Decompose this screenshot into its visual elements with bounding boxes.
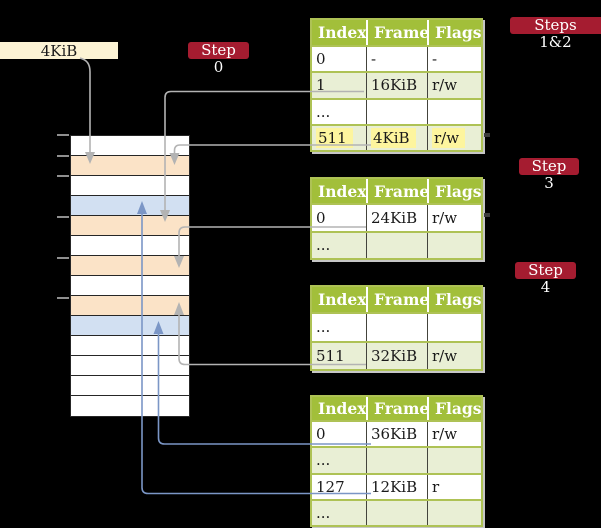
frame-size-label: 4KiB [0,42,118,60]
memory-tick [57,297,69,299]
table-cell: 0 [316,208,326,227]
table-cell: 127 [316,477,345,496]
entry-marker [484,133,490,137]
table-row: ... [312,498,481,526]
memory-frame-row-free [71,236,189,256]
column-header: Flags [427,20,482,45]
memory-frame-row-free [71,356,189,376]
badge-step-3: Step 3 [519,158,579,192]
table-cell [366,99,427,124]
column-header: Frame [366,20,429,45]
table-cell: 4KiB [366,125,427,151]
column-header: Flags [427,397,482,420]
memory-frame-row-free [71,376,189,396]
memory-frame-row-mapped [71,316,189,336]
table-cell: r/w [427,125,481,151]
table-cell: r/w [427,73,481,98]
table-cell: - [366,47,427,72]
memory-frame-row-mapped [71,196,189,216]
memory-frame-row-pagetable [71,256,189,276]
table-cell [427,232,481,258]
column-header: Index [318,290,367,309]
highlighted-value: 511 [316,128,353,149]
highlighted-value: 4KiB [371,128,416,149]
column-header: Flags [427,287,482,312]
table-cell: r/w [427,342,481,369]
table-cell: 511 [316,346,345,365]
table-cell: ... [316,236,331,255]
table-row: 0 -- [312,45,481,72]
table-cell [427,314,481,341]
table-row: 511 4KiB r/w [312,123,481,151]
memory-frame-row-free [71,176,189,196]
entry-marker [484,213,490,217]
table-row: ... [312,97,481,124]
memory-tick [57,216,69,218]
highlighted-value: r/w [432,128,466,149]
column-header: Frame [366,287,429,312]
badge-steps-1-2: Steps 1&2 [510,17,601,51]
column-header: Frame [366,397,429,420]
table-cell: - [427,47,481,72]
memory-tick [57,257,69,259]
table-cell: r/w [427,205,481,231]
table-cell: 12KiB [366,474,427,499]
memory-frame-row-free [71,336,189,356]
table-cell: 0 [316,50,326,69]
memory-frame-row-free [71,136,189,156]
column-header: Index [318,399,367,418]
column-header: Frame [366,179,429,203]
badge-step-4: Step 4 [515,262,576,296]
table-cell [427,448,481,473]
table-cell [366,232,427,258]
table-cell [366,314,427,341]
table-cell: 36KiB [366,422,427,447]
table-cell [366,448,427,473]
memory-frame-row-pagetable [71,216,189,236]
table-row: ... [312,312,481,341]
table-cell [427,99,481,124]
table-cell: r [427,474,481,499]
table-cell: ... [316,102,331,121]
table-cell: 511 [312,126,366,150]
table-cell [427,500,481,526]
physical-memory-column [70,135,190,417]
table-cell: r/w [427,422,481,447]
table-row: ... [312,230,481,258]
column-header: Index [318,23,367,42]
table-cell: ... [316,504,331,523]
memory-frame-row-pagetable [71,156,189,176]
memory-frame-row-pagetable [71,296,189,316]
table-cell: 0 [316,425,326,444]
memory-tick [57,134,69,136]
table-cell: 1 [316,76,326,95]
table-row: ... [312,446,481,473]
column-header: Flags [427,179,482,203]
table-cell: 24KiB [366,205,427,231]
table-cell: ... [316,318,331,337]
memory-frame-row-free [71,276,189,296]
memory-frame-row-free [71,396,189,416]
memory-tick [57,154,69,157]
table-cell: ... [316,451,331,470]
table-cell [366,500,427,526]
table-cell: 32KiB [366,342,427,369]
column-header: Index [318,181,367,201]
badge-step-0: Step 0 [188,42,249,76]
memory-tick [57,175,69,177]
table-cell: 16KiB [366,73,427,98]
